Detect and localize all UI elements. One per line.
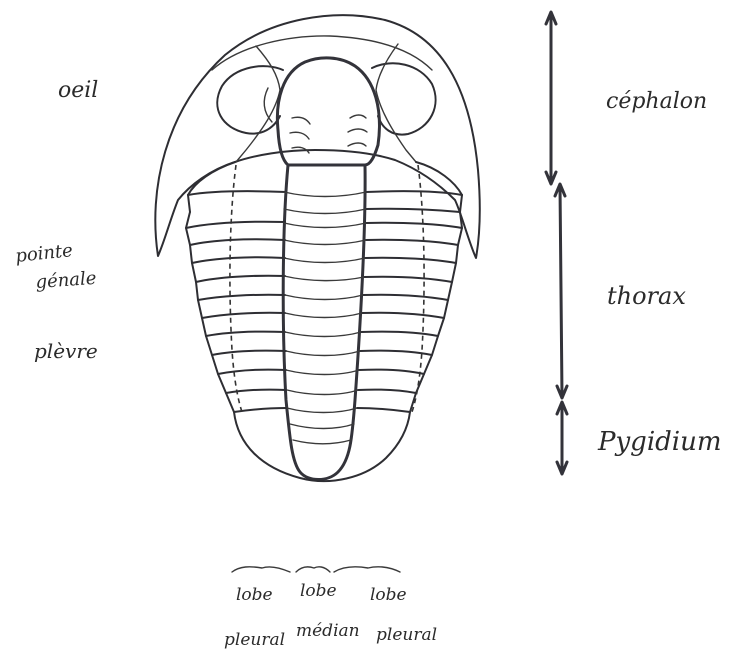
- label-lobe-right-line2: pleural: [376, 625, 437, 645]
- right-pleurae: [357, 191, 462, 412]
- pygidium-outline: [234, 412, 410, 481]
- left-facial-suture: [236, 46, 280, 162]
- left-glabella-furrow: [264, 88, 272, 122]
- lobe-middle-bracket: [296, 567, 330, 572]
- label-eye: oeil: [58, 78, 98, 103]
- glabella: [277, 58, 379, 165]
- label-genal-spine-line2: génale: [35, 268, 97, 293]
- glabellar-furrow: [348, 143, 366, 146]
- glabellar-furrow: [350, 115, 366, 118]
- lobe-brackets: [232, 567, 400, 572]
- label-thorax: thorax: [607, 282, 686, 310]
- thorax-bracket: [560, 186, 562, 396]
- right-pleural-furrow: [412, 165, 424, 412]
- glabellar-furrow: [348, 129, 367, 132]
- glabellar-furrow: [292, 117, 310, 124]
- trilobite-drawing: [155, 15, 479, 481]
- lobe-right-bracket: [334, 567, 400, 572]
- thorax-left-margin: [188, 162, 235, 195]
- left-eye: [217, 66, 283, 133]
- right-facial-suture: [376, 44, 416, 162]
- label-lobe-middle-line1: lobe: [300, 581, 337, 601]
- label-pygidium: Pygidium: [597, 427, 722, 457]
- label-lobe-left-line2: pleural: [224, 630, 285, 650]
- label-genal-spine-line1: pointe: [14, 240, 73, 267]
- label-lobe-middle-line2: médian: [296, 621, 360, 641]
- left-pleural-furrow: [230, 165, 242, 412]
- glabellar-furrow: [290, 132, 309, 139]
- cephalon-outline: [155, 15, 479, 258]
- label-lobe-left-line1: lobe: [236, 585, 273, 605]
- right-eye: [372, 63, 436, 134]
- region-arrows: [546, 12, 567, 474]
- label-lobe-right-line1: lobe: [370, 585, 407, 605]
- label-pleura: plèvre: [34, 339, 98, 363]
- left-pleurae: [186, 191, 287, 412]
- thorax-right-margin: [416, 162, 462, 195]
- label-cephalon: céphalon: [606, 89, 707, 114]
- lobe-left-bracket: [232, 567, 290, 572]
